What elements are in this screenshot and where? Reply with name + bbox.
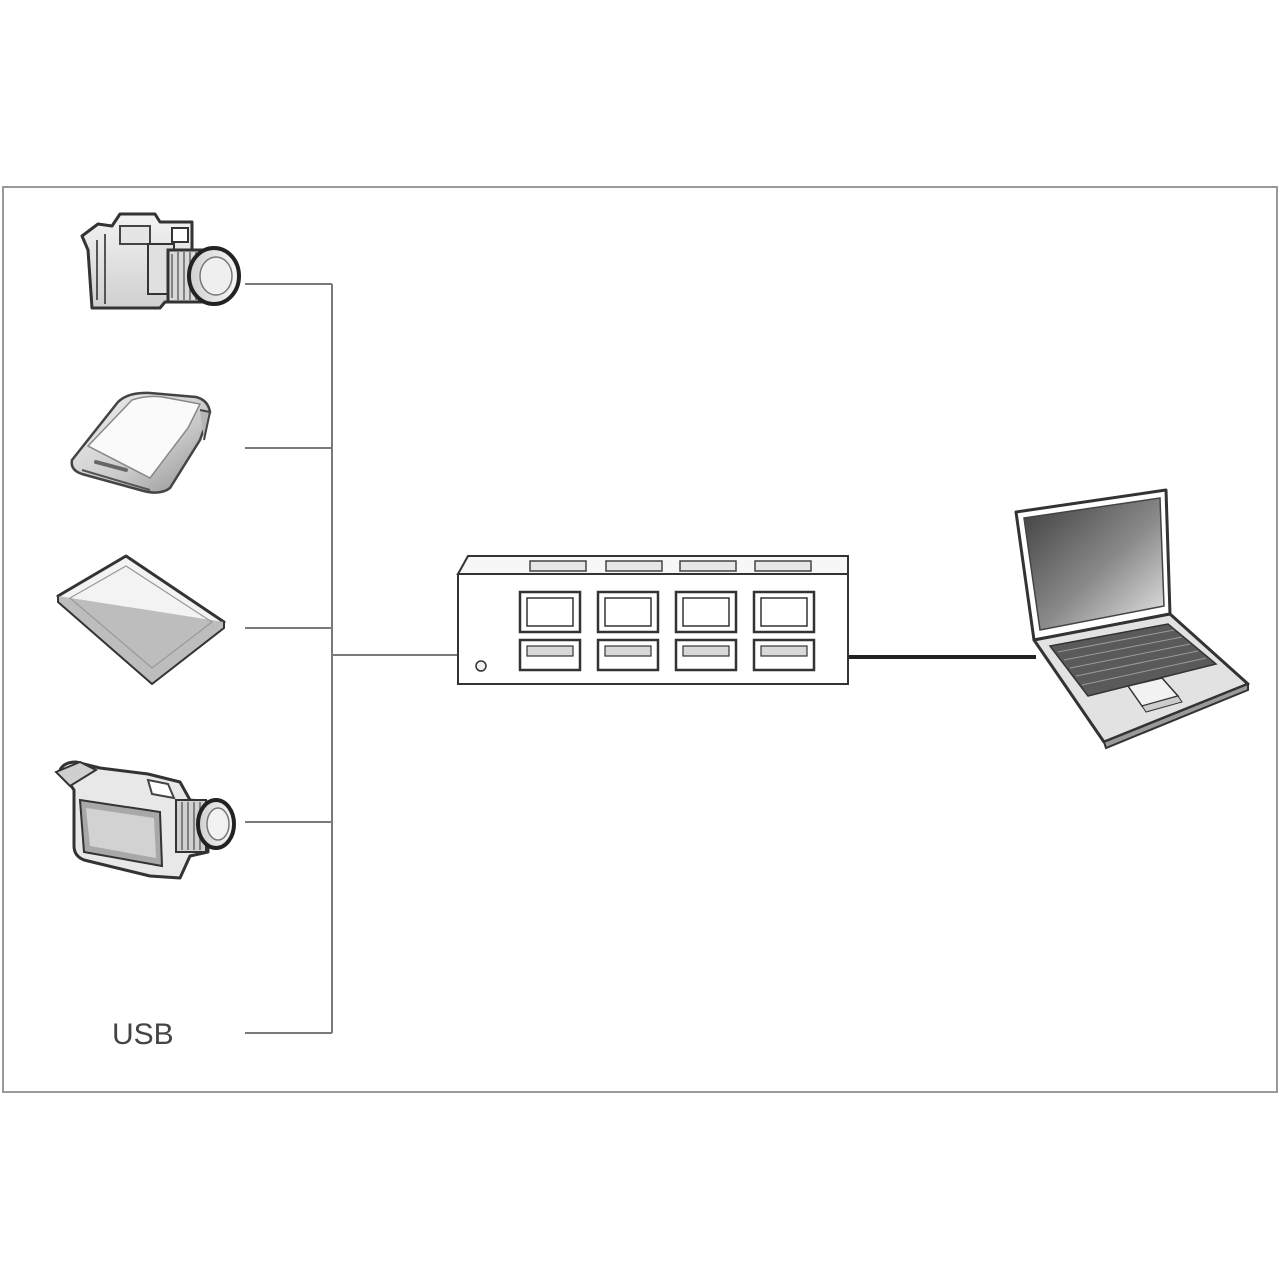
connection-lines — [245, 283, 458, 1034]
usb-hub-icon — [456, 555, 849, 685]
hub-switch-4 — [754, 560, 812, 572]
hub-switch-1 — [529, 560, 587, 572]
hub-switch-3 — [679, 560, 737, 572]
laptop-icon — [1014, 488, 1250, 750]
laptop-keyboard — [1048, 623, 1218, 697]
laptop-screen — [1023, 497, 1165, 631]
hub-power-led — [475, 660, 487, 672]
scanner-icon — [70, 391, 212, 494]
usb-label: USB — [112, 1018, 174, 1051]
tablet-icon — [56, 554, 226, 685]
camcorder-icon — [54, 760, 236, 880]
hub-switch-2 — [605, 560, 663, 572]
camera-icon — [80, 212, 241, 310]
